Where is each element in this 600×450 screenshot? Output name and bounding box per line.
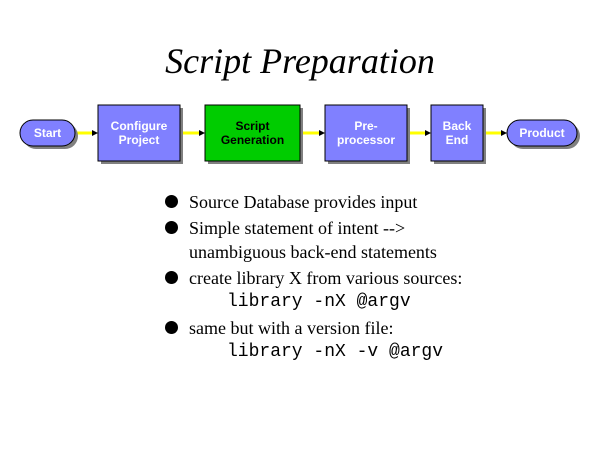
bullet-icon <box>165 271 178 284</box>
node-label: Start <box>34 126 61 140</box>
node-shape <box>19 119 76 147</box>
node-label: Configure <box>111 119 168 133</box>
arrowhead-icon <box>425 130 431 136</box>
flow-node-product: Product <box>506 119 580 149</box>
bullet-item: Simple statement of intent --> unambiguo… <box>165 216 462 264</box>
bullet-icon <box>165 221 178 234</box>
bullet-item: Source Database provides input <box>165 190 462 214</box>
bullet-icon <box>165 321 178 334</box>
code-example: library -nX @argv <box>227 292 411 312</box>
arrowhead-icon <box>92 130 98 136</box>
bullet-text-continued: unambiguous back-end statements <box>189 242 437 262</box>
node-label: processor <box>337 133 395 147</box>
bullet-item: same but with a version file: library -n… <box>165 316 462 364</box>
flow-node-pre-processor: Pre-processor <box>324 104 410 164</box>
slide-title: Script Preparation <box>165 41 435 81</box>
node-label: Script <box>235 119 269 133</box>
node-label: End <box>446 133 469 147</box>
node-label: Product <box>519 126 564 140</box>
bullet-icon <box>165 195 178 208</box>
code-example: library -nX -v @argv <box>227 342 444 362</box>
arrowhead-icon <box>319 130 325 136</box>
node-label: Project <box>119 133 160 147</box>
bullet-text: Simple statement of intent --> <box>189 218 406 238</box>
arrowhead-icon <box>501 130 507 136</box>
arrowhead-icon <box>199 130 205 136</box>
node-label: Back <box>443 119 472 133</box>
node-label: Generation <box>221 133 284 147</box>
node-shape <box>430 104 484 162</box>
node-shape <box>324 104 408 162</box>
node-shape <box>97 104 181 162</box>
node-shape <box>204 104 301 162</box>
bullet-text: Source Database provides input <box>189 192 418 212</box>
node-label: Pre- <box>354 119 377 133</box>
node-shape <box>506 119 578 147</box>
flow-node-start: Start <box>19 119 78 149</box>
bullet-text: same but with a version file: <box>189 318 394 338</box>
bullet-list: Source Database provides input Simple st… <box>165 190 462 366</box>
bullet-item: create library X from various sources: l… <box>165 266 462 314</box>
bullet-text: create library X from various sources: <box>189 268 463 288</box>
